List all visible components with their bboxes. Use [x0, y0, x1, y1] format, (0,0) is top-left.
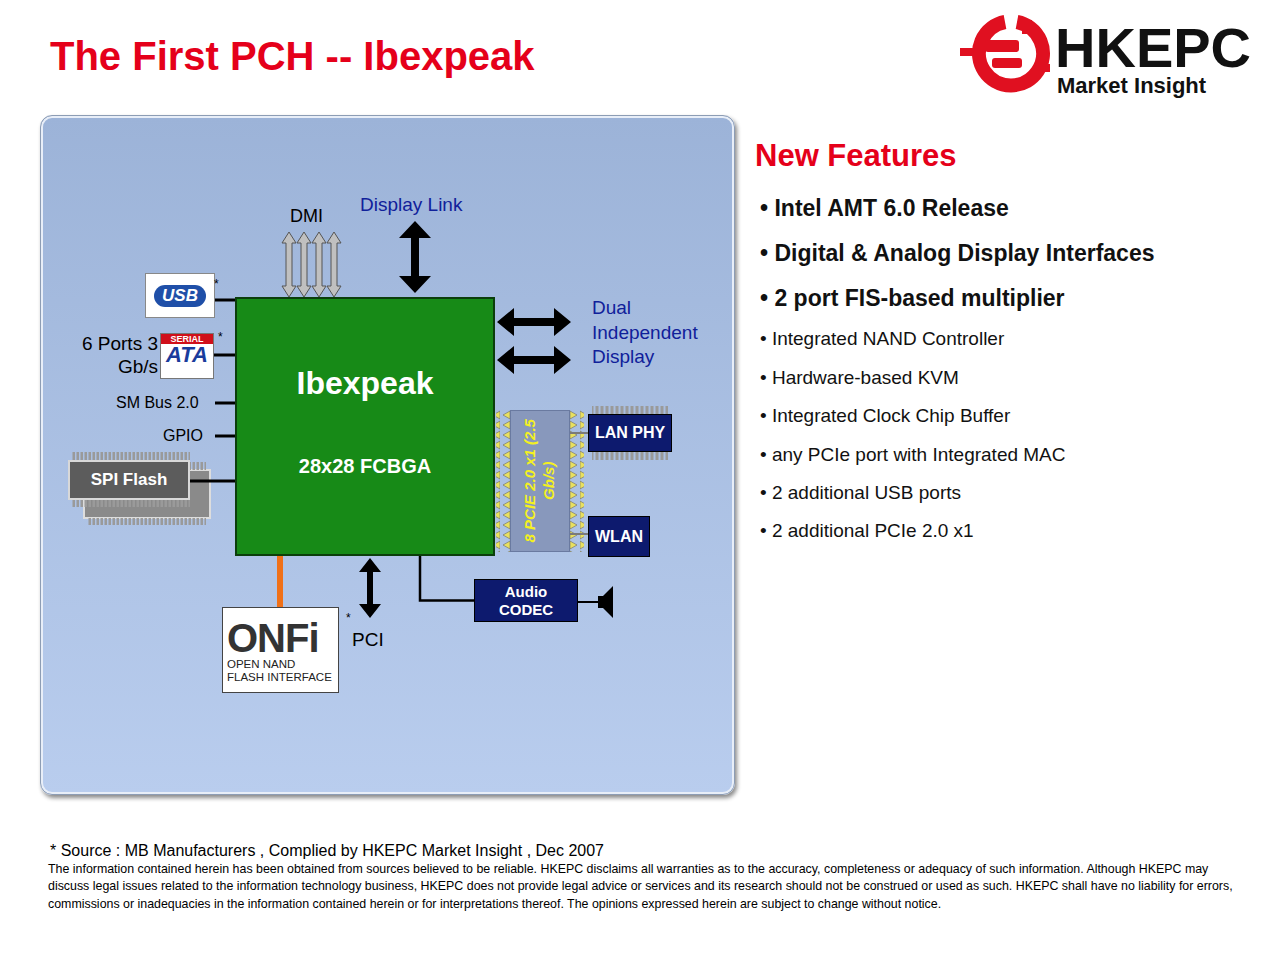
node-text: OPEN NAND FLASH INTERFACE	[227, 658, 334, 683]
diagram-label: The information contained herein has bee…	[48, 861, 1238, 913]
onfi-logo: ONFiOPEN NAND FLASH INTERFACE	[222, 607, 339, 693]
node-text: SPI Flash	[91, 470, 168, 490]
diagram-label: • Hardware-based KVM	[760, 367, 959, 389]
sata-logo: SERIALATA	[160, 333, 214, 379]
node-text: SERIAL	[161, 334, 213, 344]
connector-line	[280, 556, 281, 607]
node-text: ONFi	[227, 618, 319, 658]
connector-line	[190, 481, 235, 482]
connector-line	[215, 300, 235, 301]
diagram-label: * Source : MB Manufacturers , Complied b…	[50, 842, 604, 860]
diagram-label: 6 Ports 3 Gb/s	[76, 333, 158, 379]
diagram-label: SM Bus 2.0	[116, 394, 199, 412]
lan-phy-chip: LAN PHY	[588, 414, 672, 452]
diagram-label: Dual Independent Display	[592, 296, 732, 370]
diagram-label: Market Insight	[1057, 73, 1206, 98]
pcie-pins	[496, 410, 510, 552]
node-text: WLAN	[595, 528, 643, 546]
speaker-symbol	[577, 586, 613, 618]
diagram-label: GPIO	[163, 427, 203, 445]
diagram-label: • Intel AMT 6.0 Release	[760, 195, 1009, 221]
logo-icon	[960, 20, 1050, 85]
diagram-label: • 2 additional PCIe 2.0 x1	[760, 520, 974, 542]
display-arrow	[497, 308, 571, 336]
connector-line	[570, 534, 588, 535]
pcie-lanes: 8 PCIE 2.0 x1 (2.5 Gb/s)	[510, 410, 570, 552]
diagram-label: DMI	[290, 206, 323, 227]
node-text: USB	[154, 285, 206, 307]
diagram-label: • any PCIe port with Integrated MAC	[760, 444, 1066, 466]
node-text: 8 PCIE 2.0 x1 (2.5 Gb/s)	[521, 413, 559, 549]
display-arrow	[497, 346, 571, 374]
page-title: The First PCH -- Ibexpeak	[50, 33, 535, 79]
diagram-label: *	[214, 278, 219, 292]
wlan-chip: WLAN	[588, 516, 650, 557]
diagram-label: • 2 additional USB ports	[760, 482, 961, 504]
diagram-label: PCI	[352, 629, 384, 651]
pch-chip: Ibexpeak 28x28 FCBGA	[235, 297, 495, 556]
display-link-arrow	[399, 221, 431, 293]
node-text: LAN PHY	[595, 424, 665, 442]
audio-codec-chip: Audio CODEC	[474, 579, 578, 622]
pci-arrow	[359, 558, 381, 618]
diagram-label: *	[346, 612, 351, 626]
dmi-arrows	[282, 232, 341, 297]
diagram-label: *	[218, 331, 223, 345]
diagram-label: Display Link	[360, 194, 462, 216]
node-text: ATA	[166, 344, 208, 366]
diagram-label: • Integrated NAND Controller	[760, 328, 1004, 350]
node-text: 28x28 FCBGA	[299, 455, 431, 478]
diagram-label: HKEPC	[1055, 16, 1251, 80]
diagram-label: • Integrated Clock Chip Buffer	[760, 405, 1010, 427]
flash-chip: SPI Flash	[68, 460, 190, 500]
node-text: Audio CODEC	[486, 583, 566, 619]
node-text: Ibexpeak	[297, 365, 434, 402]
diagram-label: • 2 port FIS-based multiplier	[760, 285, 1065, 311]
chip-pins	[592, 452, 668, 460]
smbus-line	[215, 402, 235, 405]
connector-line	[214, 355, 235, 356]
connector-line	[570, 433, 588, 434]
diagram-label: • Digital & Analog Display Interfaces	[760, 240, 1154, 266]
gpio-line	[215, 435, 235, 438]
diagram-label: New Features	[755, 138, 957, 174]
pcie-pins	[570, 410, 584, 552]
chip-pins	[592, 406, 668, 414]
usb-logo: USB	[145, 273, 215, 318]
